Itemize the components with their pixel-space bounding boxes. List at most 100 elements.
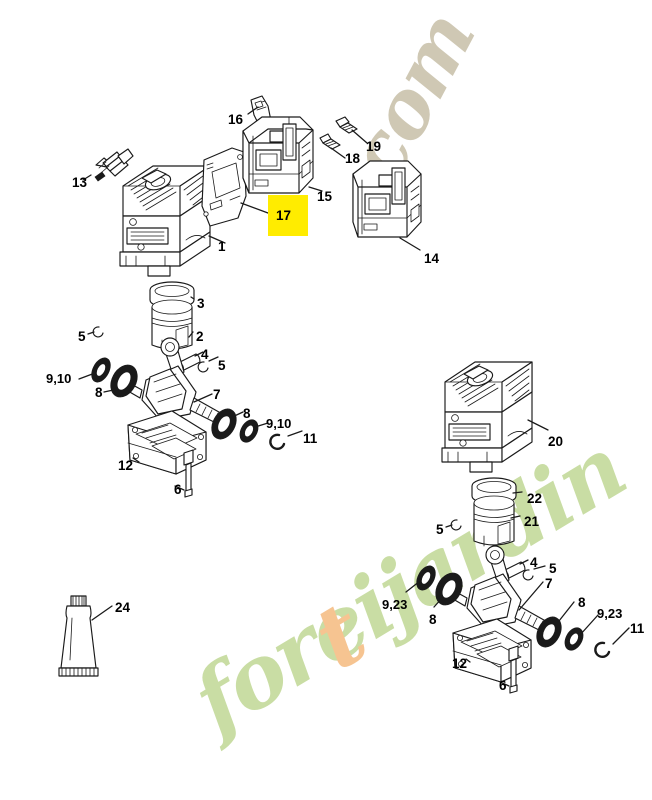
callout-17: 17: [276, 208, 292, 223]
part-crankcase-right-12: [452, 618, 532, 683]
part-cylinder-left-1: [119, 165, 211, 277]
part-circlip-5c: [450, 519, 462, 531]
part-seal-923-right-a: [416, 565, 436, 591]
leader-923b: [579, 614, 599, 636]
part-muffler-right-14: [352, 160, 422, 238]
part-clip-11-right: [594, 641, 611, 658]
callout-910b: 9,10: [266, 416, 292, 431]
leader-3: [190, 296, 195, 300]
callout-11a: 11: [303, 431, 318, 446]
leader-7a: [193, 393, 213, 403]
part-bearing-8-left-b: [211, 408, 237, 440]
callout-8a: 8: [95, 385, 103, 400]
leader-5a: [87, 331, 95, 335]
callout-5c: 5: [436, 522, 444, 537]
leader-19: [351, 129, 368, 144]
callout-8c: 8: [429, 612, 437, 627]
callout-2: 2: [196, 329, 204, 344]
callout-14: 14: [424, 251, 440, 266]
callout-20: 20: [548, 434, 564, 449]
callout-3: 3: [197, 296, 205, 311]
leader-16: [247, 106, 259, 115]
leader-910a: [78, 372, 96, 380]
leader-8a: [103, 388, 119, 393]
highlight-box-part-17: [268, 195, 308, 236]
leader-17: [240, 202, 269, 214]
leader-22: [512, 491, 523, 494]
part-clip-11-left: [269, 433, 286, 450]
leader-5c: [445, 524, 453, 528]
part-crankcase-left-12: [127, 410, 207, 475]
part-gasket-17: [201, 147, 247, 227]
callout-22: 22: [527, 491, 543, 506]
leader-21: [510, 515, 521, 519]
leader-14: [399, 237, 421, 251]
callout-15: 15: [317, 189, 333, 204]
leader-12a: [132, 457, 140, 463]
callout-11b: 11: [630, 621, 645, 636]
callout-12a: 12: [118, 458, 134, 473]
part-muffler-left-15: [242, 116, 314, 194]
leader-24: [91, 605, 113, 621]
callout-910a: 9,10: [46, 371, 72, 386]
leader-4a: [194, 351, 204, 357]
part-bearing-8-right-b: [536, 616, 562, 648]
part-crankshaft-left-7: [115, 337, 231, 428]
callout-19: 19: [366, 139, 382, 154]
leader-8b: [229, 411, 244, 419]
part-circlip-5d: [522, 569, 534, 581]
part-bolt-6-left: [183, 449, 194, 498]
callout-7b: 7: [545, 576, 553, 591]
callout-12b: 12: [452, 656, 468, 671]
callout-16: 16: [228, 112, 244, 127]
leader-8d: [554, 601, 575, 627]
leader-8c: [433, 596, 444, 608]
part-cylinder-right-20: [441, 361, 533, 473]
part-circlip-5b: [197, 361, 209, 373]
part-screw-18: [319, 133, 341, 150]
callout-13: 13: [72, 175, 88, 190]
callout-21: 21: [524, 514, 540, 529]
leader-11b: [612, 627, 630, 645]
part-piston-right-21: [473, 495, 515, 547]
callout-923a: 9,23: [382, 597, 408, 612]
leader-4b: [519, 559, 529, 565]
leader-11a: [287, 430, 303, 437]
callout-4b: 4: [530, 555, 538, 570]
callout-5b: 5: [218, 358, 226, 373]
part-circlip-5a: [92, 326, 104, 338]
leader-13: [82, 174, 92, 181]
callout-6b: 6: [499, 678, 507, 693]
leader-1: [208, 235, 226, 244]
callout-5d: 5: [549, 561, 557, 576]
leader-12b: [465, 658, 471, 663]
part-seal-923-right-b: [564, 627, 584, 651]
part-screw-19: [335, 116, 358, 134]
leader-6b: [499, 681, 510, 687]
callout-5a: 5: [78, 329, 86, 344]
callout-7a: 7: [213, 387, 221, 402]
leader-910b: [254, 422, 269, 428]
callout-18: 18: [345, 151, 361, 166]
callout-923b: 9,23: [597, 606, 623, 621]
callout-6a: 6: [174, 482, 182, 497]
callout-8d: 8: [578, 595, 586, 610]
leader-2: [188, 331, 194, 338]
leader-5b: [208, 356, 219, 362]
callout-8b: 8: [243, 406, 251, 421]
leader-15: [308, 186, 323, 192]
leader-923a: [405, 580, 421, 593]
leader-18: [330, 147, 346, 159]
part-bolt-6-right: [508, 645, 519, 694]
callout-1: 1: [218, 239, 226, 254]
callout-4a: 4: [201, 347, 209, 362]
callout-24: 24: [115, 600, 131, 615]
part-seal-910-left-a: [91, 357, 111, 383]
leader-7b: [518, 581, 544, 611]
leader-20: [527, 419, 549, 431]
leader-5d: [533, 565, 546, 570]
part-grease-tube-24: [58, 595, 99, 677]
part-spark-plug-13: [94, 148, 134, 182]
